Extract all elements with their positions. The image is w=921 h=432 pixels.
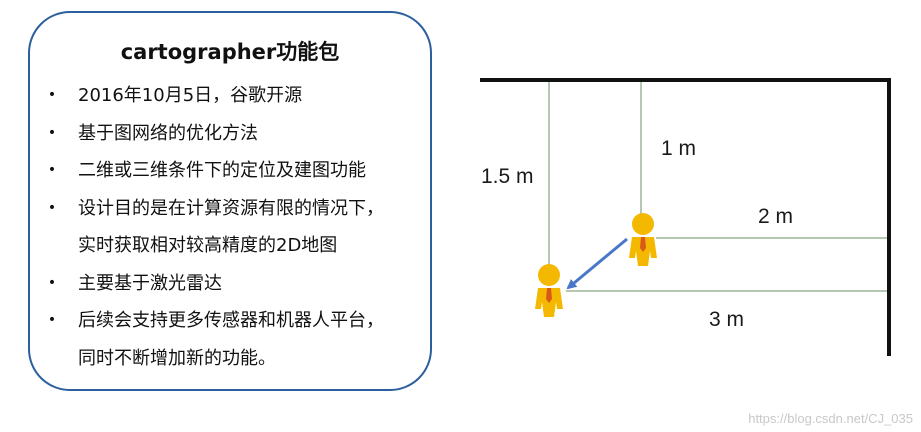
list-item: • 2016年10月5日，谷歌开源 xyxy=(30,77,430,115)
bullet-icon: • xyxy=(47,274,57,291)
distance-label-2m: 2 m xyxy=(758,205,793,228)
list-item-text-continued: 实时获取相对较高精度的2D地图 xyxy=(78,235,338,256)
person-icon-estimated xyxy=(629,213,657,266)
card-title: cartographer功能包 xyxy=(120,40,340,64)
distance-label-3m: 3 m xyxy=(709,308,744,331)
list-item-text: 基于图网络的优化方法 xyxy=(78,122,258,144)
list-item-text: 2016年10月5日，谷歌开源 xyxy=(78,85,303,106)
person-tie xyxy=(640,237,646,252)
list-item-text: 二维或三维条件下的定位及建图功能 xyxy=(78,160,366,181)
bullet-icon: • xyxy=(47,162,57,178)
list-item: • 设计目的是在计算资源有限的情况下， 实时获取相对较高精度的2D地图 xyxy=(30,190,430,265)
list-item: • 后续会支持更多传感器和机器人平台， 同时不断增加新的功能。 xyxy=(30,302,430,377)
info-card: cartographer功能包 • 2016年10月5日，谷歌开源 • 基于图网… xyxy=(28,11,432,391)
list-item-text-continued: 同时不断增加新的功能。 xyxy=(78,347,276,369)
person-icon-actual xyxy=(535,264,563,317)
distance-label-1m: 1 m xyxy=(661,137,696,160)
bullet-icon: • xyxy=(47,199,57,216)
list-item: • 二维或三维条件下的定位及建图功能 xyxy=(30,152,430,190)
list-item: • 基于图网络的优化方法 xyxy=(30,115,430,153)
list-item: • 主要基于激光雷达 xyxy=(30,265,430,303)
bullet-icon: • xyxy=(47,124,57,141)
distance-label-1-5m: 1.5 m xyxy=(481,165,534,188)
list-item-text: 主要基于激光雷达 xyxy=(78,272,222,294)
movement-arrow xyxy=(566,237,628,290)
watermark: https://blog.csdn.net/CJ_035 xyxy=(748,411,913,426)
bullet-icon: • xyxy=(47,87,57,103)
person-head xyxy=(538,264,560,286)
person-tie xyxy=(546,288,552,303)
person-head xyxy=(632,213,654,235)
bullet-icon: • xyxy=(47,312,57,328)
list-item-text: 设计目的是在计算资源有限的情况下， xyxy=(78,197,384,219)
list-item-text: 后续会支持更多传感器和机器人平台， xyxy=(78,310,384,331)
feature-list: • 2016年10月5日，谷歌开源 • 基于图网络的优化方法 • 二维或三维条件… xyxy=(30,77,430,377)
